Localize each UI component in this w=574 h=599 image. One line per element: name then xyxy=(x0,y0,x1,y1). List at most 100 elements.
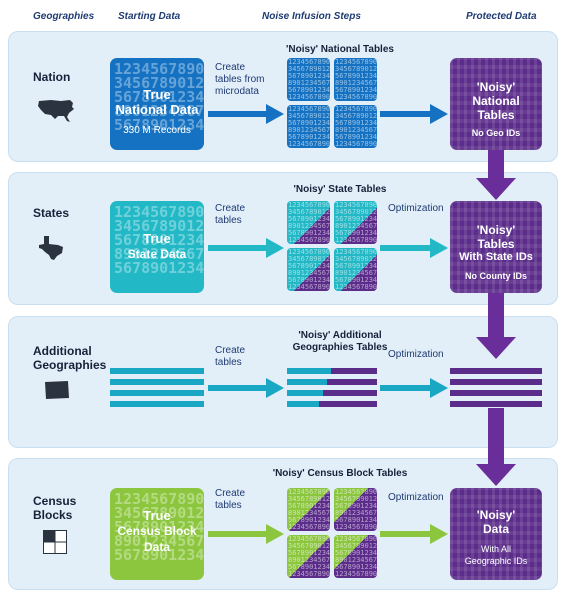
step-label-nation-l1: Create xyxy=(215,62,246,73)
mini-fill: 1234567890 3456789012 5678901234 8901234… xyxy=(288,201,330,244)
tables-title-states: 'Noisy' State Tables xyxy=(293,184,387,195)
noisy-table-blocks-2: 1234567890 3456789012 5678901234 8901234… xyxy=(334,488,377,531)
step-label-states: Create tables xyxy=(215,203,245,227)
row-label-additional-l1: Additional xyxy=(33,344,92,358)
step-label-blocks: Create tables xyxy=(215,488,245,512)
noisy-table-states-2: 1234567890 3456789012 5678901234 8901234… xyxy=(334,201,377,244)
mini-fill: 1234567890 3456789012 5678901234 8901234… xyxy=(288,58,330,101)
stripes-start-additional xyxy=(110,368,204,407)
protected-box-blocks: 'Noisy' Data With All Geographic IDs xyxy=(450,488,542,580)
prot-title-nation-l1: 'Noisy' xyxy=(476,80,516,94)
arrow-states-2 xyxy=(380,238,448,258)
start-box-blocks: 12345678901 34567890123 56789012345 8901… xyxy=(110,488,204,580)
mini-fill: 1234567890 3456789012 5678901234 8901234… xyxy=(288,105,330,148)
arrow-additional-1 xyxy=(208,378,284,398)
mini-fill: 1234567890 3456789012 5678901234 8901234… xyxy=(335,488,377,531)
mini-fill: 1234567890 3456789012 5678901234 8901234… xyxy=(335,535,377,578)
tables-title-additional-l2: Geographies Tables xyxy=(292,342,388,353)
step-label-nation-l3: microdata xyxy=(215,86,259,97)
noisy-table-nation-2: 1234567890 3456789012 5678901234 8901234… xyxy=(334,58,377,101)
mini-fill: 1234567890 3456789012 5678901234 8901234… xyxy=(335,105,377,148)
tables-title-additional-l1: 'Noisy' Additional xyxy=(298,330,382,341)
prot-title-nation-l3: Tables xyxy=(477,108,515,122)
row-label-blocks: Census Blocks xyxy=(33,494,76,522)
mini-fill: 1234567890 3456789012 5678901234 8901234… xyxy=(335,201,377,244)
arrow-nation-2 xyxy=(380,104,448,124)
arrow-additional-2 xyxy=(380,378,448,398)
arrow-blocks-2 xyxy=(380,524,448,544)
prot-title-states-l1: 'Noisy' xyxy=(476,223,516,237)
tables-title-nation: 'Noisy' National Tables xyxy=(286,44,394,55)
prot-title-nation-l2: National xyxy=(472,94,520,108)
start-box-states: 12345678901 34567890123 56789012345 8901… xyxy=(110,201,204,293)
row-label-blocks-l2: Blocks xyxy=(33,508,73,522)
tables-title-blocks: 'Noisy' Census Block Tables xyxy=(272,468,408,479)
stripes-noisy-additional xyxy=(287,368,377,407)
number-fill: 12345678901 34567890123 56789012345 8901… xyxy=(114,490,204,564)
start-title-blocks-l3: Data xyxy=(143,540,170,554)
header-geographies: Geographies xyxy=(33,11,95,22)
prot-title-states-l3: With State IDs xyxy=(459,251,533,263)
row-label-additional-l2: Geographies xyxy=(33,358,107,372)
down-arrow-1 xyxy=(476,150,516,200)
row-label-blocks-l1: Census xyxy=(33,494,77,508)
prot-title-states-l2: Tables xyxy=(477,237,515,251)
noisy-table-blocks-4: 1234567890 3456789012 5678901234 8901234… xyxy=(334,535,377,578)
stripes-protected-additional xyxy=(450,368,542,407)
arrow-states-1 xyxy=(208,238,284,258)
mini-fill: 1234567890 3456789012 5678901234 8901234… xyxy=(288,535,330,578)
header-starting-data: Starting Data xyxy=(118,11,181,22)
noisy-table-blocks-3: 1234567890 3456789012 5678901234 8901234… xyxy=(287,535,330,578)
start-title-blocks-l2: Census Block xyxy=(117,524,197,538)
start-title-nation-l2: National Data xyxy=(115,102,199,117)
protected-box-nation: 'Noisy' National Tables No Geo IDs xyxy=(450,58,542,150)
tables-title-additional: 'Noisy' Additional Geographies Tables xyxy=(270,330,410,354)
noisy-table-blocks-1: 1234567890 3456789012 5678901234 8901234… xyxy=(287,488,330,531)
texas-map-icon xyxy=(39,236,63,260)
prot-title-blocks-l2: Data xyxy=(482,522,509,536)
opt-label-additional: Optimization xyxy=(388,349,444,360)
mini-fill: 1234567890 3456789012 5678901234 8901234… xyxy=(335,248,377,291)
step-label-additional-l1: Create xyxy=(215,345,246,356)
arrow-blocks-1 xyxy=(208,524,284,544)
step-label-additional: Create tables xyxy=(215,345,245,369)
start-title-states-l2: State Data xyxy=(127,247,187,261)
opt-label-blocks: Optimization xyxy=(388,492,444,503)
prot-sub-blocks-l1: With All xyxy=(480,544,511,554)
header-noise-steps: Noise Infusion Steps xyxy=(262,11,361,22)
mini-fill: 1234567890 3456789012 5678901234 8901234… xyxy=(288,248,330,291)
step-label-blocks-l1: Create xyxy=(215,488,246,499)
row-label-nation: Nation xyxy=(33,70,71,84)
prot-sub-states: No County IDs xyxy=(465,271,527,281)
step-label-additional-l2: tables xyxy=(215,357,242,368)
region-map-icon xyxy=(45,381,69,399)
noisy-table-states-3: 1234567890 3456789012 5678901234 8901234… xyxy=(287,248,330,291)
row-label-states: States xyxy=(33,206,70,220)
down-arrow-2 xyxy=(476,293,516,359)
step-label-nation: Create tables from microdata xyxy=(215,62,264,98)
number-fill: 12345678901 34567890123 56789012345 8901… xyxy=(114,60,204,134)
down-arrow-3 xyxy=(476,408,516,486)
opt-label-states: Optimization xyxy=(388,203,444,214)
mini-fill: 1234567890 3456789012 5678901234 8901234… xyxy=(288,488,330,531)
noisy-table-nation-3: 1234567890 3456789012 5678901234 8901234… xyxy=(287,105,330,148)
row-label-additional: Additional Geographies xyxy=(33,344,106,372)
step-label-nation-l2: tables from xyxy=(215,74,265,85)
prot-sub-nation: No Geo IDs xyxy=(471,128,521,138)
start-title-states-l1: True xyxy=(143,231,171,246)
census-block-grid-icon xyxy=(43,530,67,554)
step-label-states-l1: Create xyxy=(215,203,246,214)
start-title-nation-l1: True xyxy=(143,87,171,102)
start-sub-nation: 330 M Records xyxy=(123,125,191,136)
start-title-blocks-l1: True xyxy=(143,508,171,523)
usa-map-icon xyxy=(38,100,74,122)
step-label-blocks-l2: tables xyxy=(215,500,242,511)
noisy-table-states-1: 1234567890 3456789012 5678901234 8901234… xyxy=(287,201,330,244)
prot-title-blocks-l1: 'Noisy' xyxy=(476,508,516,522)
noisy-table-states-4: 1234567890 3456789012 5678901234 8901234… xyxy=(334,248,377,291)
protected-box-states: 'Noisy' Tables With State IDs No County … xyxy=(450,201,542,293)
header-protected-data: Protected Data xyxy=(466,11,537,22)
step-label-states-l2: tables xyxy=(215,215,242,226)
start-box-nation: 12345678901 34567890123 56789012345 8901… xyxy=(110,58,204,150)
number-fill: 12345678901 34567890123 56789012345 8901… xyxy=(114,203,204,277)
